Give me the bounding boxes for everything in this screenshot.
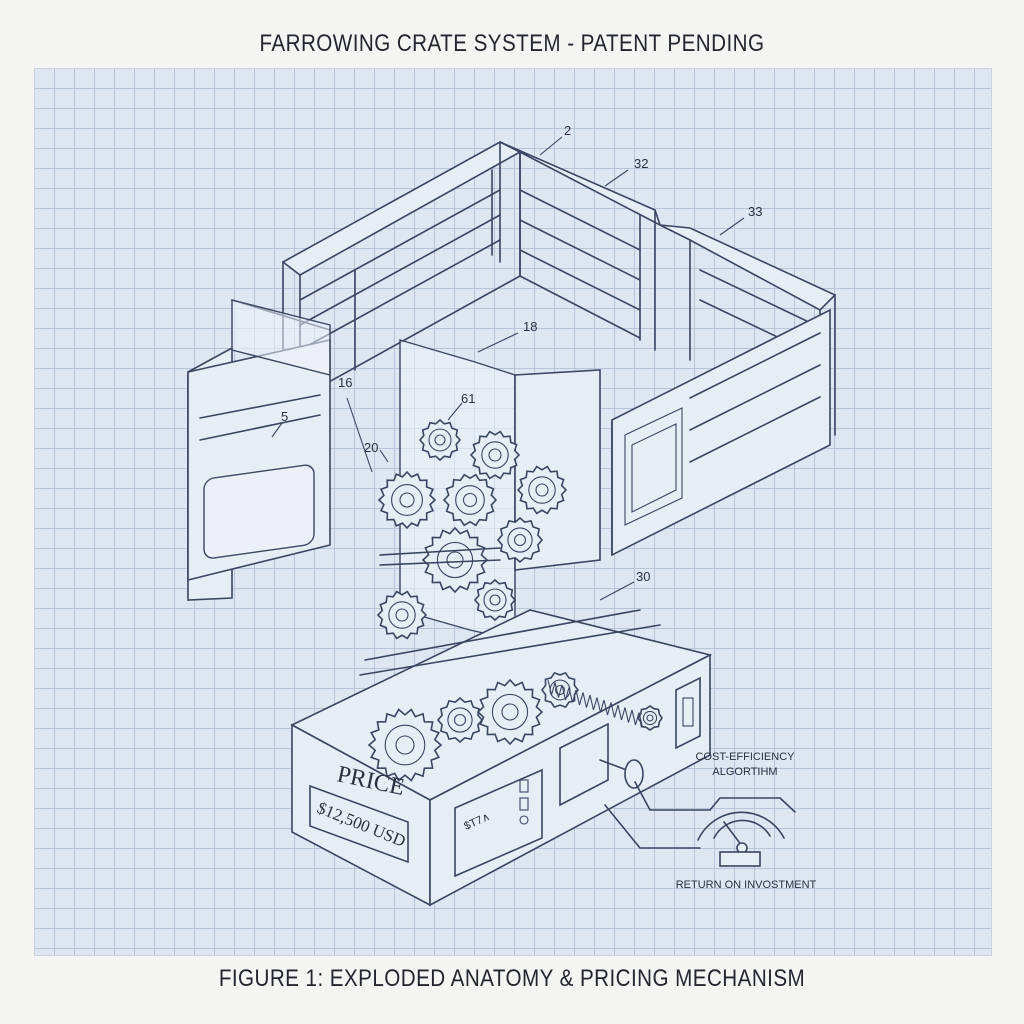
gear-icon	[469, 430, 521, 480]
gear-icon	[516, 465, 568, 515]
gauge-bottom-label: RETURN ON INVOSTMENT	[676, 879, 817, 891]
left-gate-panel	[187, 299, 331, 601]
callout-2: 2	[564, 123, 571, 138]
gears	[376, 418, 568, 640]
gear-icon	[421, 526, 489, 594]
gear-assembly	[376, 339, 601, 641]
base-gears	[367, 671, 663, 782]
callout-18: 18	[523, 319, 537, 334]
gear-icon	[376, 590, 428, 640]
price-plate	[309, 784, 409, 864]
gear-icon	[418, 418, 462, 462]
gear-icon	[436, 696, 484, 744]
callout-32: 32	[634, 156, 648, 171]
base-cabinet	[290, 609, 713, 907]
right-gate-panel	[611, 308, 831, 557]
page-title: FARROWING CRATE SYSTEM - PATENT PENDING	[259, 30, 765, 57]
callout-16: 16	[338, 375, 352, 390]
gear-icon	[367, 708, 443, 782]
gauge-label-line1: COST-EFFICIENCY	[695, 751, 795, 763]
callout-20: 20	[364, 440, 378, 455]
gear-icon	[473, 578, 517, 622]
gauge-label-line2: ALGORTIHM	[712, 766, 777, 778]
roi-gauge	[604, 781, 796, 867]
figure-caption: FIGURE 1: EXPLODED ANATOMY & PRICING MEC…	[218, 965, 806, 992]
gear-icon	[476, 678, 544, 746]
gear-icon	[637, 705, 663, 731]
callout-5: 5	[281, 409, 288, 424]
leader-lines	[271, 136, 745, 601]
callout-61: 61	[461, 391, 475, 406]
callout-30: 30	[636, 569, 650, 584]
gear-icon	[377, 470, 437, 530]
gear-icon	[496, 516, 544, 564]
callout-33: 33	[748, 204, 762, 219]
spring-coil	[547, 679, 644, 728]
gear-icon	[442, 473, 498, 527]
